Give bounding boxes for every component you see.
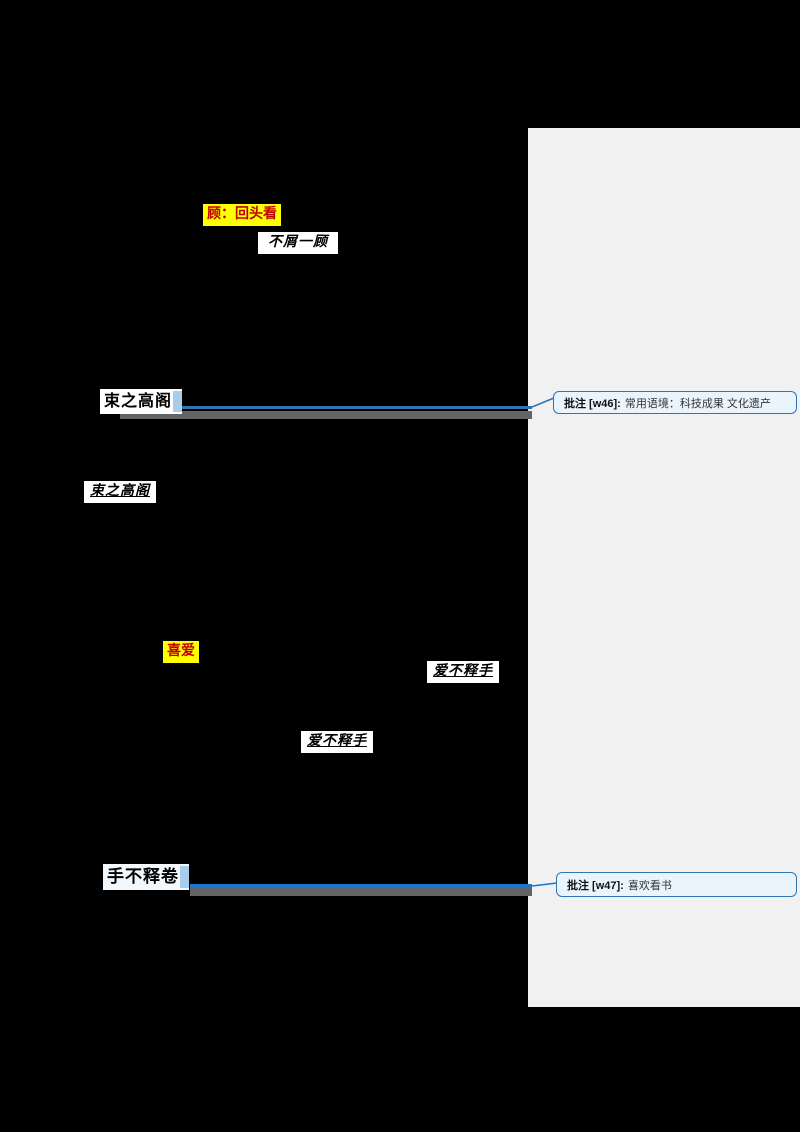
anchor-selection-strip [173,391,183,412]
table-border-band [190,888,532,896]
comment-leader-line-1 [128,406,532,409]
anchor-text: 束之高阁 [104,391,173,410]
comment-label: 批注 [w47]: [567,879,624,892]
comment-balloon-w47[interactable]: 批注 [w47]: 喜欢看书 [556,872,797,897]
idiom-shuzhigaoge[interactable]: 束之高阁 [84,481,156,503]
anchor-selection-strip [180,866,189,889]
highlighted-definition-gu[interactable]: 顾：回头看 [203,204,281,226]
comment-label: 批注 [w46]: [564,397,621,410]
comment-text: 喜欢看书 [627,879,672,892]
anchor-text: 手不释卷 [107,867,179,887]
idiom-aibushishou-b[interactable]: 爱不释手 [301,731,373,753]
idiom-buxieyigu[interactable]: 不屑一顾 [258,232,338,254]
comment-text: 常用语境：科技成果 文化遗产 [624,397,771,410]
comment-anchor-shuzhigaoge[interactable]: 束之高阁 [100,389,183,414]
comment-anchor-shoubushijuan[interactable]: 手不释卷 [103,864,189,891]
highlighted-word-xiai[interactable]: 喜爱 [163,641,199,663]
idiom-aibushishou-a[interactable]: 爱不释手 [427,661,499,683]
comment-balloon-w46[interactable]: 批注 [w46]: 常用语境：科技成果 文化遗产 [553,391,797,414]
table-border-band [120,411,532,419]
comment-leader-line-2 [190,884,532,888]
comments-panel [528,128,800,1007]
